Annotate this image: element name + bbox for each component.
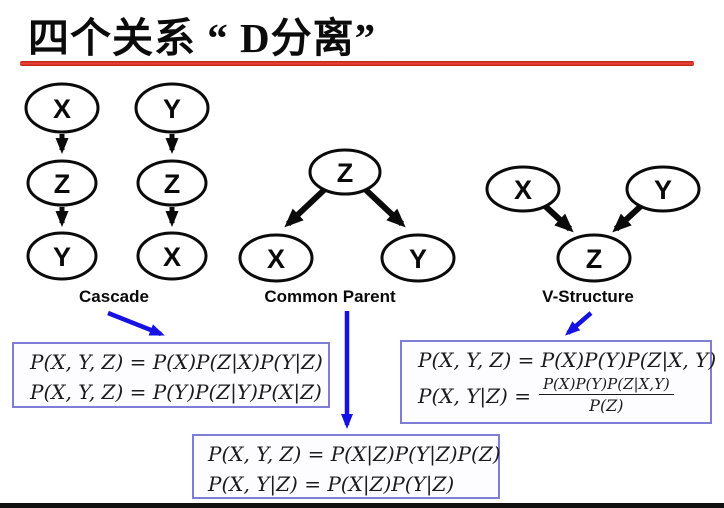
node-label: X (514, 175, 532, 205)
v-structure-graph: X Y Z (485, 165, 701, 283)
cascade-label: Cascade (79, 287, 149, 306)
node-cascade2-top: Y (134, 82, 210, 134)
cascade-formula-box: P(X, Y, Z) = P(X)P(Z|X)P(Y|Z) P(X, Y, Z)… (12, 342, 330, 408)
node-common-parent-y: Y (380, 233, 456, 283)
cascade-chain2: Y Z X (134, 82, 210, 281)
fraction-numerator: P(X)P(Y)P(Z|X,Y) (538, 376, 674, 395)
edge-arrow (541, 202, 574, 233)
common-parent-formula-box: P(X, Y, Z) = P(X|Z)P(Y|Z)P(Z) P(X, Y|Z) … (192, 434, 501, 499)
node-label: Z (586, 244, 603, 274)
formula-line: P(X, Y, Z) = P(Y)P(Z|Y)P(X|Z) (30, 380, 322, 404)
node-label: Y (53, 242, 71, 272)
formula-line: P(X, Y, Z) = P(X)P(Z|X)P(Y|Z) (30, 350, 323, 374)
node-label: X (53, 94, 71, 124)
formula-line: P(X, Y|Z) = P(X)P(Y)P(Z|X,Y) P(Z) (418, 376, 710, 415)
node-label: Z (337, 158, 354, 188)
node-cascade1-top: X (24, 82, 100, 134)
node-label: Y (409, 244, 427, 274)
node-label: X (267, 244, 285, 274)
common-parent-graph: Z X Y (238, 148, 456, 283)
v-structure-pointer-arrow (564, 311, 593, 336)
node-cascade1-mid: Z (26, 159, 98, 207)
node-label: Y (654, 175, 672, 205)
cascade-pointer-arrow (107, 310, 165, 337)
v-structure-label: V-Structure (542, 287, 634, 306)
slide-title: 四个关系 “ D分离” (28, 15, 377, 61)
formula-line: P(X, Y, Z) = P(X)P(Y)P(Z|X, Y) (418, 348, 717, 372)
edge-arrow (612, 202, 645, 233)
v-structure-formula-box: P(X, Y, Z) = P(X)P(Y)P(Z|X, Y) P(X, Y|Z)… (400, 340, 717, 424)
node-v-structure-y: Y (625, 165, 701, 213)
formula-line: P(X, Y, Z) = P(X|Z)P(Y|Z)P(Z) (208, 442, 501, 466)
node-common-parent-x: X (238, 233, 314, 283)
slide-bottom-border (0, 503, 724, 508)
edge-arrow (363, 187, 406, 228)
node-cascade2-bottom: X (136, 231, 208, 281)
node-label: X (163, 242, 181, 272)
node-label: Y (163, 94, 181, 124)
node-label: Z (164, 169, 181, 199)
cascade-chain1: X Z Y (24, 82, 100, 281)
common-parent-label: Common Parent (264, 287, 396, 306)
node-cascade2-mid: Z (136, 159, 208, 207)
node-cascade1-bottom: Y (26, 231, 98, 281)
fraction: P(X)P(Y)P(Z|X,Y) P(Z) (538, 376, 674, 415)
node-label: Z (54, 169, 71, 199)
fraction-lhs: P(X, Y|Z) = (418, 383, 531, 408)
node-v-structure-x: X (485, 165, 561, 213)
title-underline (20, 61, 694, 66)
fraction-denominator: P(Z) (589, 396, 624, 415)
formula-line: P(X, Y|Z) = P(X|Z)P(Y|Z) (208, 472, 455, 496)
edge-arrow (284, 187, 327, 228)
node-common-parent-z: Z (308, 148, 382, 196)
node-v-structure-z: Z (556, 233, 632, 283)
